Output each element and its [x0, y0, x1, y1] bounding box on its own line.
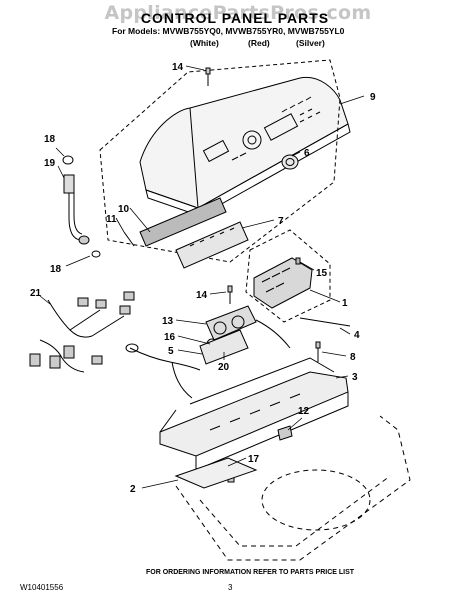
- callout-18-bottom: 18: [50, 264, 62, 275]
- callout-17: 17: [248, 454, 260, 465]
- callout-14-top: 14: [172, 62, 184, 73]
- document-code: W10401556: [20, 583, 64, 592]
- color-red: (Red): [248, 38, 270, 48]
- control-knob: [281, 154, 299, 170]
- callout-18-top: 18: [44, 134, 56, 145]
- callout-11: 11: [106, 214, 117, 225]
- cabinet-top-outline: [175, 415, 411, 561]
- callout-5: 5: [168, 346, 174, 357]
- water-valve-assembly: [125, 305, 291, 399]
- screw-mid: [227, 285, 233, 304]
- callout-7: 7: [278, 216, 284, 227]
- screw-top: [205, 67, 211, 86]
- callout-10: 10: [118, 204, 130, 215]
- color-silver: (Silver): [296, 38, 325, 48]
- console-base: [159, 357, 349, 471]
- ordering-note: FOR ORDERING INFORMATION REFER TO PARTS …: [145, 569, 355, 576]
- callout-3: 3: [352, 372, 358, 383]
- page-number: 3: [228, 583, 233, 592]
- callout-12: 12: [298, 406, 310, 417]
- screw-side: [315, 341, 321, 362]
- callout-6: 6: [304, 148, 310, 159]
- callout-19: 19: [44, 158, 56, 169]
- callout-15: 15: [316, 268, 328, 279]
- color-white: (White): [190, 38, 219, 48]
- models-line: For Models: MVWB755YQ0, MVWB755YR0, MVWB…: [112, 26, 345, 36]
- callout-21: 21: [30, 288, 42, 299]
- callout-14-mid: 14: [196, 290, 208, 301]
- callout-9: 9: [370, 92, 376, 103]
- callout-labels: 14 9 18 19 6 10 7 11 18 15 21 14 1 13 16…: [30, 62, 376, 495]
- mounting-plate: [174, 457, 258, 489]
- wire-harness: [29, 291, 135, 373]
- callout-8: 8: [350, 352, 356, 363]
- machine-control-board: [253, 257, 313, 309]
- callout-1: 1: [342, 298, 348, 309]
- watermark: AppliancePartsPros.com: [104, 2, 372, 24]
- cable-4: [299, 317, 351, 327]
- callout-20: 20: [218, 362, 230, 373]
- callout-16: 16: [164, 332, 176, 343]
- user-interface-board: [123, 197, 249, 269]
- callout-2: 2: [130, 484, 136, 495]
- page-title: CONTROL PANEL PARTS: [140, 10, 330, 26]
- control-panel-console: [139, 76, 351, 217]
- hose-assembly: [62, 155, 101, 258]
- callout-13: 13: [162, 316, 174, 327]
- callout-4: 4: [354, 330, 360, 341]
